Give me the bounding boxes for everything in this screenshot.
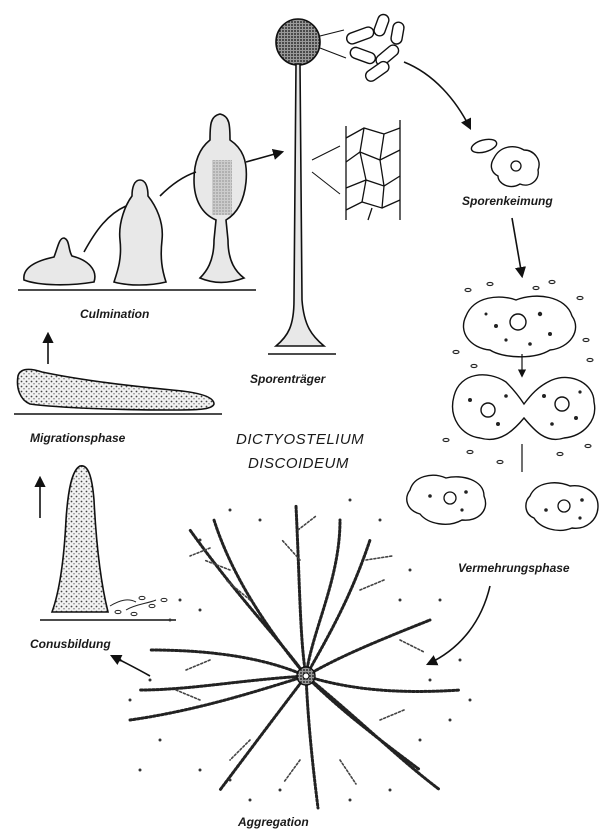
sporangiophore-stage: Sporenträger <box>250 13 470 386</box>
spore-germination-label: Sporenkeimung <box>462 194 553 208</box>
daughter-amoeba-left-nucleus <box>444 492 456 504</box>
migration-stage: Migrationsphase <box>14 334 222 445</box>
multiplication-stage: Vermehrungsphase <box>407 280 598 664</box>
germination-to-multiplication-arrow <box>512 218 522 276</box>
sporangiophore-stalk <box>276 64 324 346</box>
title-line-1: DICTYOSTELIUM <box>236 431 364 448</box>
culmination-vase <box>114 180 166 285</box>
spores-pointer-1 <box>320 30 344 36</box>
germinating-spore-shell <box>470 137 498 155</box>
spores-pointer-2 <box>320 48 346 58</box>
amoeba-upper-nucleus <box>510 314 526 330</box>
cone-body <box>52 466 108 612</box>
migration-label: Migrationsphase <box>30 431 126 445</box>
culmination-stage: Culmination <box>18 114 282 321</box>
sporangiophore-label: Sporenträger <box>250 372 327 386</box>
stalk-cells-pointer-2 <box>312 172 340 194</box>
cone-formation-stage: Conusbildung <box>30 466 176 651</box>
amoeba-dividing <box>453 375 595 440</box>
spore-germination-stage: Sporenkeimung <box>462 137 553 276</box>
aggregation-streams <box>130 506 460 808</box>
migrating-slug <box>18 369 215 410</box>
cone-formation-label: Conusbildung <box>30 637 111 651</box>
aggregation-center-core <box>303 673 309 679</box>
title-line-2: DISCOIDEUM <box>248 455 349 472</box>
spores-cluster <box>345 13 405 83</box>
aggregation-to-cone-arrow <box>112 656 150 676</box>
amoeba-nucleus <box>511 161 521 171</box>
daughter-nucleus-left <box>481 403 495 417</box>
aggregation-stage: Aggregation <box>112 499 472 830</box>
culmination-label: Culmination <box>80 307 149 321</box>
culmination-core <box>212 160 232 215</box>
aggregation-label: Aggregation <box>237 815 309 829</box>
spores-to-germination-arrow <box>404 62 470 128</box>
cone-streaming-cells <box>110 596 167 615</box>
daughter-amoeba-right-nucleus <box>558 500 570 512</box>
sorus-head <box>276 19 320 65</box>
multiplication-label: Vermehrungsphase <box>458 561 570 575</box>
organism-title: DICTYOSTELIUM DISCOIDEUM <box>236 431 364 472</box>
daughter-nucleus-right <box>555 397 569 411</box>
culmination-arrow-2 <box>160 172 196 196</box>
culmination-to-sporangiophore-arrow <box>246 152 282 162</box>
culmination-mound <box>24 238 95 285</box>
stalk-cells-pointer-1 <box>312 146 340 160</box>
stalk-cells-detail <box>346 120 400 220</box>
multiplication-to-aggregation-arrow <box>428 586 490 664</box>
